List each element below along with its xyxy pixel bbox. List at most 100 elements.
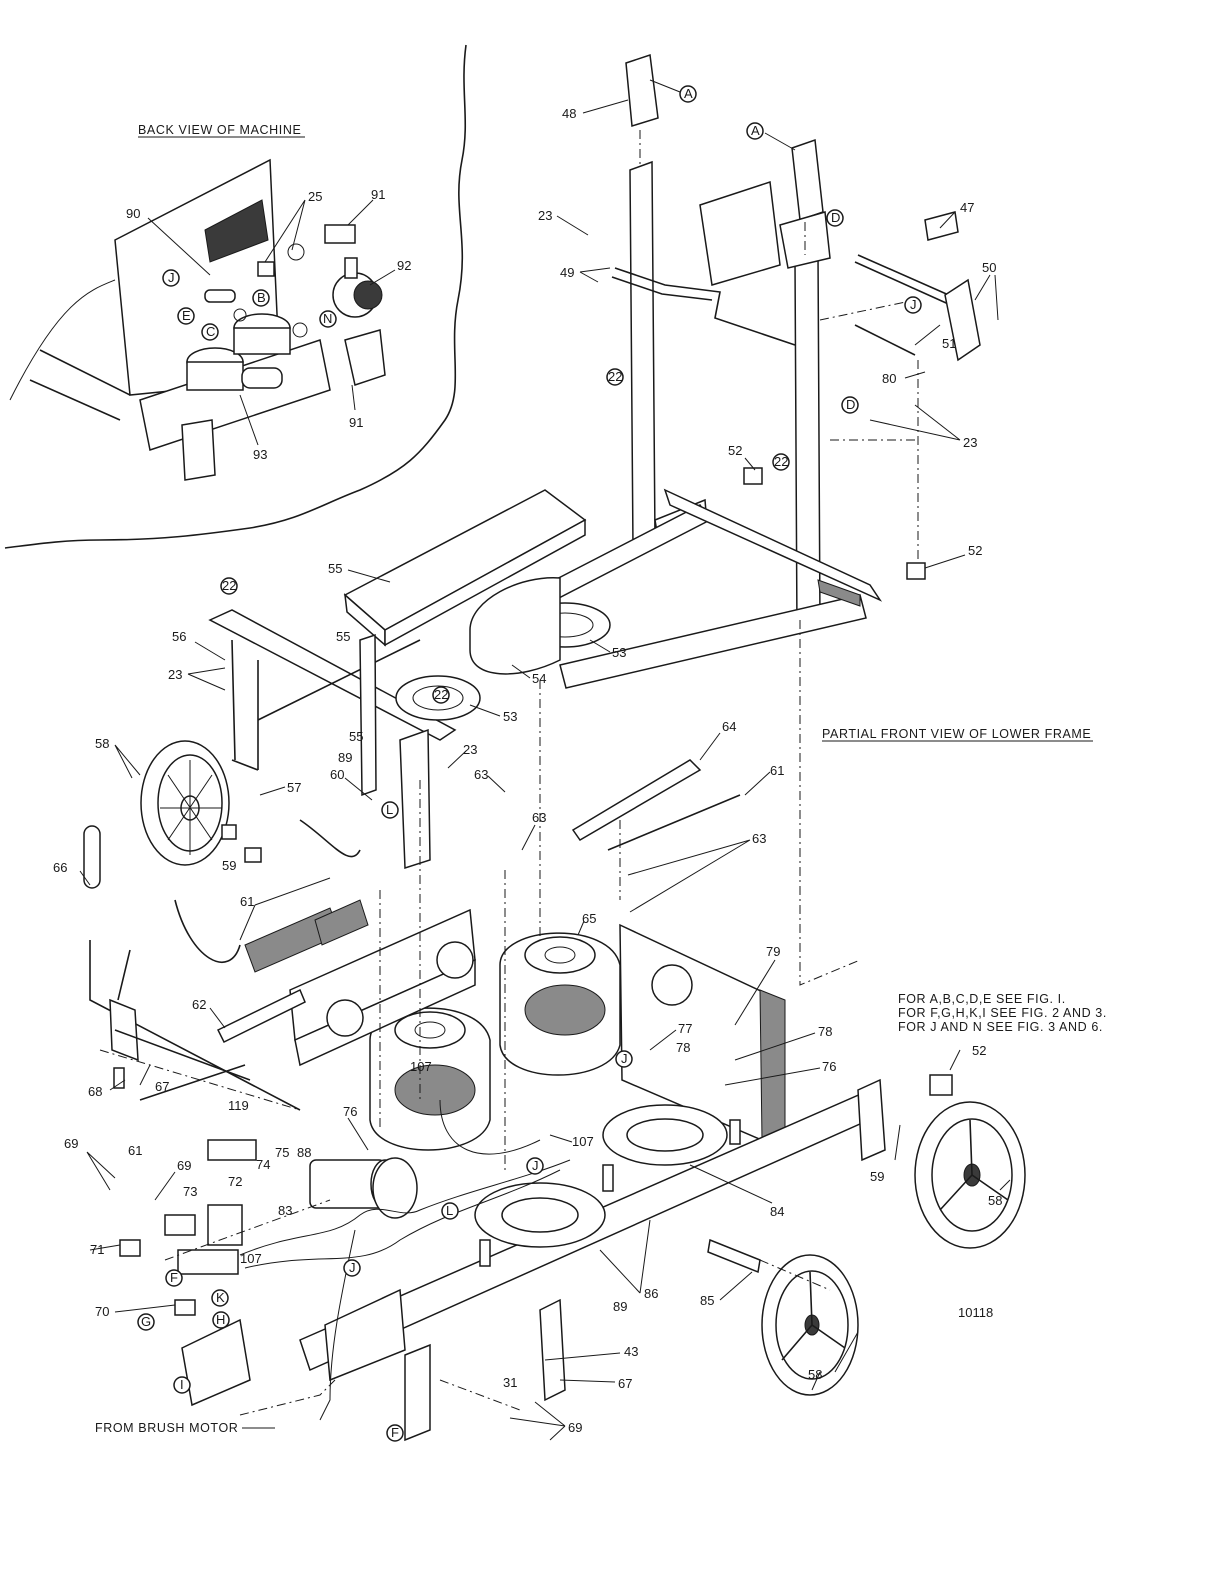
part-label: 58 <box>95 736 109 751</box>
ref-letter: N <box>323 311 332 326</box>
part-label: 107 <box>240 1251 262 1266</box>
part-label: 47 <box>960 200 974 215</box>
lower-crossbar <box>559 594 867 689</box>
part-label: 55 <box>328 561 342 576</box>
part-label: 79 <box>766 944 780 959</box>
part-label: 74 <box>256 1157 270 1172</box>
part-label: 83 <box>278 1203 292 1218</box>
part-label: 89 <box>613 1299 627 1314</box>
note-abcde: FOR A,B,C,D,E SEE FIG. I. <box>898 992 1066 1006</box>
part-label: 55 <box>349 729 363 744</box>
part-label: 70 <box>95 1304 109 1319</box>
wheel-right <box>914 1101 1026 1249</box>
ref-letter: F <box>391 1425 399 1440</box>
axle-85 <box>707 1238 761 1274</box>
ref-letter: J <box>349 1260 356 1275</box>
part-label: 55 <box>336 629 350 644</box>
part-label: 23 <box>538 208 552 223</box>
reference-letters: A A D D J J J J J L L E B C N F F G K H … <box>141 86 917 1440</box>
ref-letter: K <box>216 1290 225 1305</box>
part-label: 66 <box>53 860 67 875</box>
drawing-number: 10118 <box>958 1305 993 1320</box>
part-label: 52 <box>728 443 742 458</box>
ref-letter: I <box>180 1377 184 1392</box>
part-label: 22 <box>222 578 236 593</box>
filter-62 <box>216 988 306 1044</box>
part-label: 76 <box>343 1104 357 1119</box>
part-label: 43 <box>624 1344 638 1359</box>
part-label: 86 <box>644 1286 658 1301</box>
captions: BACK VIEW OF MACHINE PARTIAL FRONT VIEW … <box>95 123 1107 1435</box>
ref-letter: D <box>831 210 840 225</box>
ref-letter: L <box>446 1203 453 1218</box>
handle-grip-66 <box>83 825 101 889</box>
part-label: 23 <box>168 667 182 682</box>
part-label: 57 <box>287 780 301 795</box>
part-label: 64 <box>722 719 736 734</box>
frame-cap-right <box>791 138 824 222</box>
chassis-leg <box>404 1343 431 1442</box>
ref-letter: J <box>168 270 175 285</box>
caption-back-view: BACK VIEW OF MACHINE <box>138 123 301 137</box>
duct-I <box>181 1318 251 1407</box>
part-label: 119 <box>228 1098 249 1113</box>
part-label: 63 <box>532 810 546 825</box>
left-upright <box>629 160 656 550</box>
front-frame-56 <box>208 609 457 741</box>
ref-letter: A <box>751 123 760 138</box>
part-label: 84 <box>770 1204 784 1219</box>
part-label: 107 <box>572 1134 594 1149</box>
ref-letter: J <box>532 1158 539 1173</box>
part-label: 48 <box>562 106 576 121</box>
part-label: 88 <box>297 1145 311 1160</box>
part-label: 54 <box>532 671 546 686</box>
ref-letter: D <box>846 397 855 412</box>
part-label: 61 <box>240 894 254 909</box>
ref-circles <box>137 85 922 1442</box>
part-label: 23 <box>463 742 477 757</box>
part-label: 93 <box>253 447 267 462</box>
caption-brush-motor: FROM BRUSH MOTOR <box>95 1421 238 1435</box>
part-label: 52 <box>972 1043 986 1058</box>
part-label: 50 <box>982 260 996 275</box>
part-label: 52 <box>968 543 982 558</box>
tube-64 <box>571 759 702 841</box>
wheel-left <box>140 740 230 866</box>
ref-letter: F <box>170 1270 178 1285</box>
part-label: 63 <box>752 831 766 846</box>
part-label: 77 <box>678 1021 692 1036</box>
part-label: 65 <box>582 911 596 926</box>
part-label: 85 <box>700 1293 714 1308</box>
ref-letter: C <box>206 324 215 339</box>
note-fghki: FOR F,G,H,K,I SEE FIG. 2 AND 3. <box>898 1006 1107 1020</box>
ref-letter: H <box>216 1312 225 1327</box>
part-label: 69 <box>64 1136 78 1151</box>
inset-base <box>139 339 331 451</box>
part-label: 59 <box>222 858 236 873</box>
part-label: 53 <box>612 645 626 660</box>
handle-plate <box>699 181 781 286</box>
part-label: 56 <box>172 629 186 644</box>
part-label: 23 <box>963 435 977 450</box>
part-label: 78 <box>676 1040 690 1055</box>
funnel-84 <box>602 1104 728 1166</box>
part-label: 58 <box>988 1193 1002 1208</box>
part-label: 61 <box>770 763 784 778</box>
part-label: 71 <box>90 1242 104 1257</box>
part-label: 91 <box>371 187 385 202</box>
part-label: 49 <box>560 265 574 280</box>
fitting-73 <box>164 1214 196 1236</box>
inset-torn-border <box>4 44 467 549</box>
part-label: 80 <box>882 371 896 386</box>
part-label: 25 <box>308 189 322 204</box>
part-label: 91 <box>349 415 363 430</box>
part-label: 69 <box>568 1420 582 1435</box>
caption-front-view: PARTIAL FRONT VIEW OF LOWER FRAME <box>822 727 1091 741</box>
part-label: 76 <box>822 1059 836 1074</box>
back-view-inset <box>4 44 467 549</box>
funnel-86 <box>474 1182 606 1248</box>
note-jn: FOR J AND N SEE FIG. 3 AND 6. <box>898 1020 1103 1034</box>
bushing-52-upper <box>743 467 763 485</box>
valve-72 <box>207 1204 243 1246</box>
vacuum-motor-left <box>369 1007 491 1151</box>
